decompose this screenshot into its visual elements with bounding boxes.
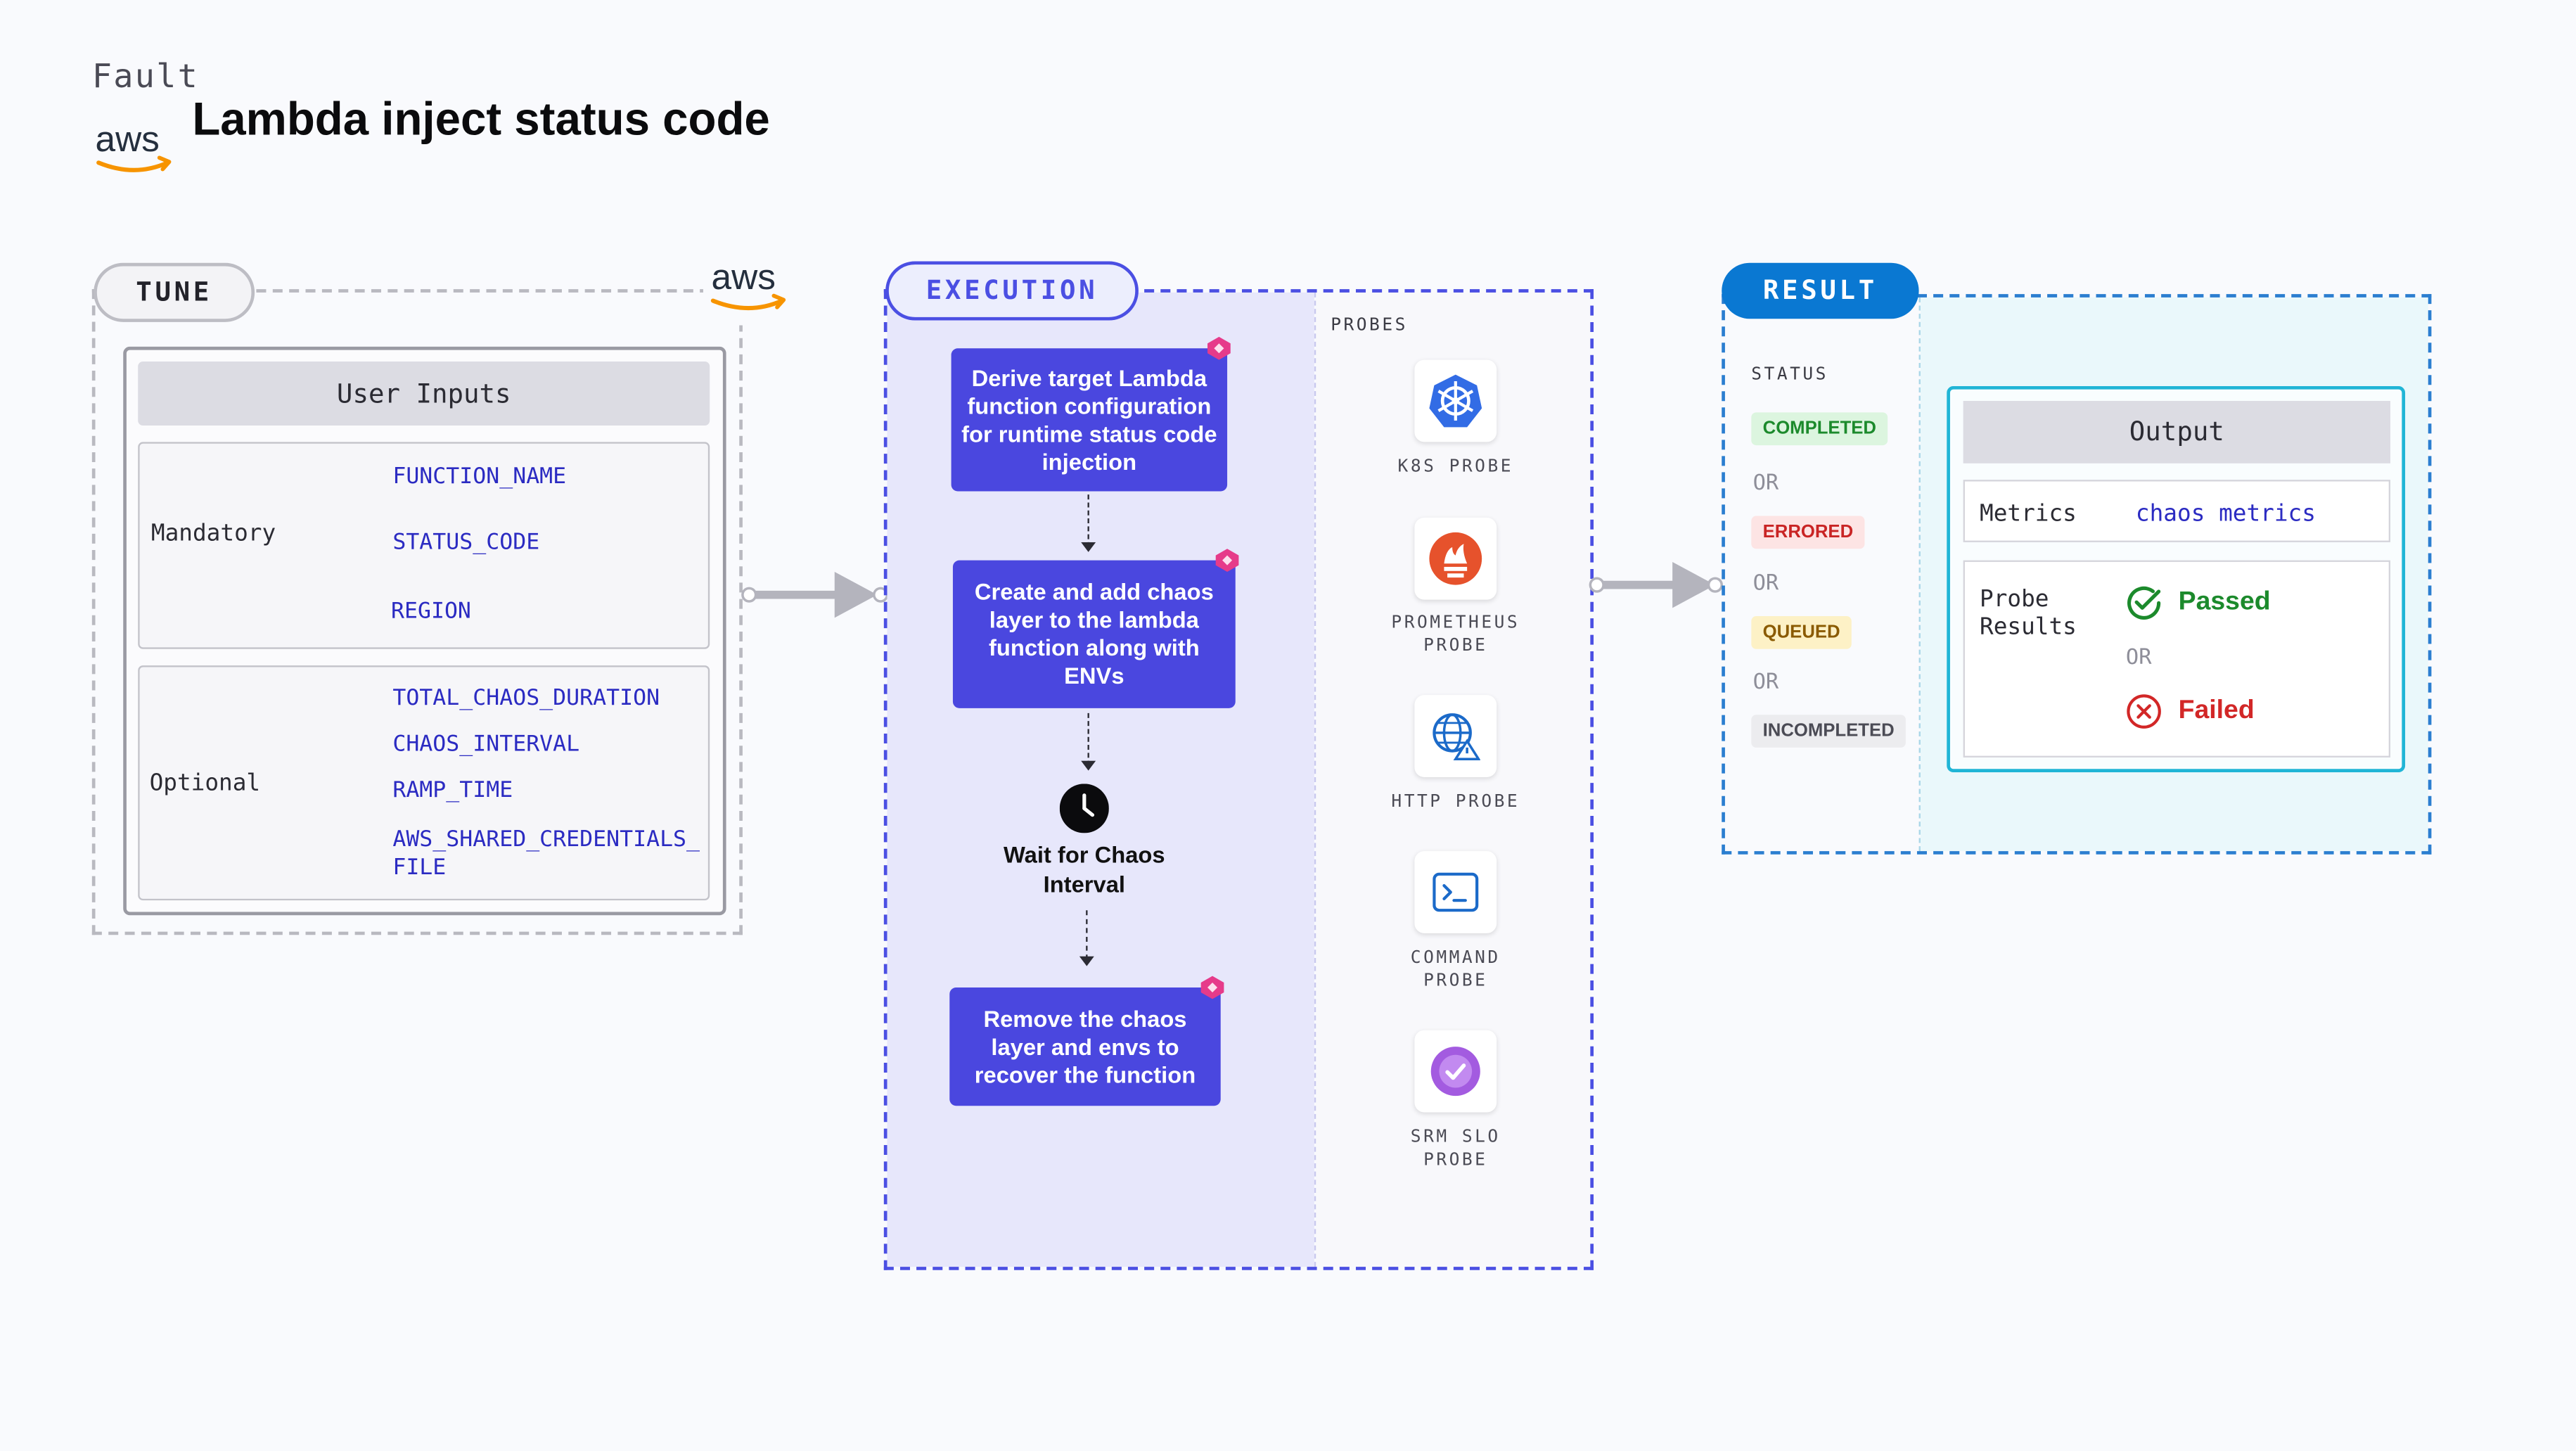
chaos-metrics-link[interactable]: chaos metrics xyxy=(2135,501,2316,528)
tune-pill: TUNE xyxy=(94,262,255,322)
user-inputs-title: User Inputs xyxy=(138,361,710,426)
flow-arrowhead-3 xyxy=(1079,956,1094,966)
prometheus-probe-label-1: PROMETHEUS xyxy=(1391,613,1520,633)
tune-aws-logo-text: aws xyxy=(712,256,776,297)
flow-line-3 xyxy=(1086,910,1088,960)
metrics-label: Metrics xyxy=(1980,501,2077,528)
passed-label: Passed xyxy=(2178,588,2271,617)
probe-results-row xyxy=(1963,560,2391,758)
or-text: OR xyxy=(1752,571,1779,597)
failed-label: Failed xyxy=(2178,696,2255,725)
output-title: Output xyxy=(1963,401,2391,464)
param-chaos-interval: CHAOS_INTERVAL xyxy=(392,731,580,758)
metrics-row xyxy=(1963,480,2391,542)
kubernetes-icon xyxy=(1414,359,1497,442)
optional-group xyxy=(138,665,710,901)
or-text: OR xyxy=(2125,646,2152,671)
tune-panel xyxy=(91,289,743,935)
param-region: REGION xyxy=(390,598,471,625)
result-panel xyxy=(1722,294,2432,855)
arrow-tune-to-execution xyxy=(741,571,889,618)
chaos-badge-icon xyxy=(1215,549,1239,572)
command-probe-label-1: COMMAND xyxy=(1410,947,1501,968)
optional-label: Optional xyxy=(149,770,261,798)
flow-line-2 xyxy=(1087,712,1089,766)
execution-pill: EXECUTION xyxy=(885,261,1139,321)
status-incompleted-badge: INCOMPLETED xyxy=(1751,715,1907,748)
param-total-chaos-duration: TOTAL_CHAOS_DURATION xyxy=(392,685,660,712)
passed-check-icon xyxy=(2127,586,2161,620)
status-completed-badge: COMPLETED xyxy=(1751,412,1888,446)
result-divider xyxy=(1918,297,1921,852)
step-remove-chaos-layer: Remove the chaos layer and envs to recov… xyxy=(949,987,1221,1106)
prometheus-icon xyxy=(1414,517,1497,600)
or-text: OR xyxy=(1752,670,1779,696)
probe-results-label-1: Probe xyxy=(1980,586,2049,613)
or-text: OR xyxy=(1752,471,1779,497)
http-probe-label: HTTP PROBE xyxy=(1391,792,1520,812)
srm-slo-probe-label-2: PROBE xyxy=(1423,1150,1488,1170)
execution-divider xyxy=(1314,292,1316,1267)
prometheus-probe-label-2: PROBE xyxy=(1423,636,1488,656)
status-errored-badge: ERRORED xyxy=(1751,516,1865,549)
status-queued-badge: QUEUED xyxy=(1751,616,1852,649)
step-derive-config: Derive target Lambda function configurat… xyxy=(951,348,1228,492)
tune-aws-logo: aws xyxy=(703,250,795,326)
flow-arrowhead-1 xyxy=(1081,542,1096,552)
k8s-probe-label: K8S PROBE xyxy=(1397,456,1514,477)
probes-title: PROBES xyxy=(1331,315,1408,335)
flow-line-1 xyxy=(1087,494,1089,547)
param-aws-shared-credentials: AWS_SHARED_CREDENTIALS_ xyxy=(392,826,700,853)
fault-label: Fault xyxy=(91,56,200,96)
execution-panel xyxy=(883,289,1594,1270)
flow-arrowhead-2 xyxy=(1081,760,1096,771)
arrow-execution-to-result xyxy=(1589,561,1723,608)
param-function-name: FUNCTION_NAME xyxy=(392,463,567,490)
mandatory-label: Mandatory xyxy=(150,520,276,547)
command-probe-label-2: PROBE xyxy=(1423,971,1488,991)
status-title: STATUS xyxy=(1751,364,1828,385)
param-ramp-time: RAMP_TIME xyxy=(392,776,513,804)
step-create-chaos-layer: Create and add chaos layer to the lambda… xyxy=(952,560,1236,708)
probe-results-label-2: Results xyxy=(1980,614,2077,641)
terminal-icon xyxy=(1414,851,1497,933)
srm-slo-icon xyxy=(1414,1030,1497,1113)
aws-logo: aws xyxy=(95,118,172,172)
chaos-badge-icon xyxy=(1207,336,1231,360)
chaos-badge-icon xyxy=(1200,976,1224,999)
page-title: Lambda inject status code xyxy=(192,94,770,145)
param-aws-shared-credentials-file: FILE xyxy=(392,854,447,881)
failed-x-icon xyxy=(2127,694,2161,729)
srm-slo-probe-label-1: SRM SLO xyxy=(1410,1127,1501,1147)
param-status-code: STATUS_CODE xyxy=(392,529,540,556)
aws-logo-text: aws xyxy=(95,118,159,159)
http-globe-icon xyxy=(1414,695,1497,777)
result-pill: RESULT xyxy=(1722,262,1919,319)
wait-for-chaos-interval: Wait for Chaos Interval xyxy=(1004,841,1165,897)
mandatory-group xyxy=(138,442,710,649)
clock-icon xyxy=(1059,784,1109,833)
